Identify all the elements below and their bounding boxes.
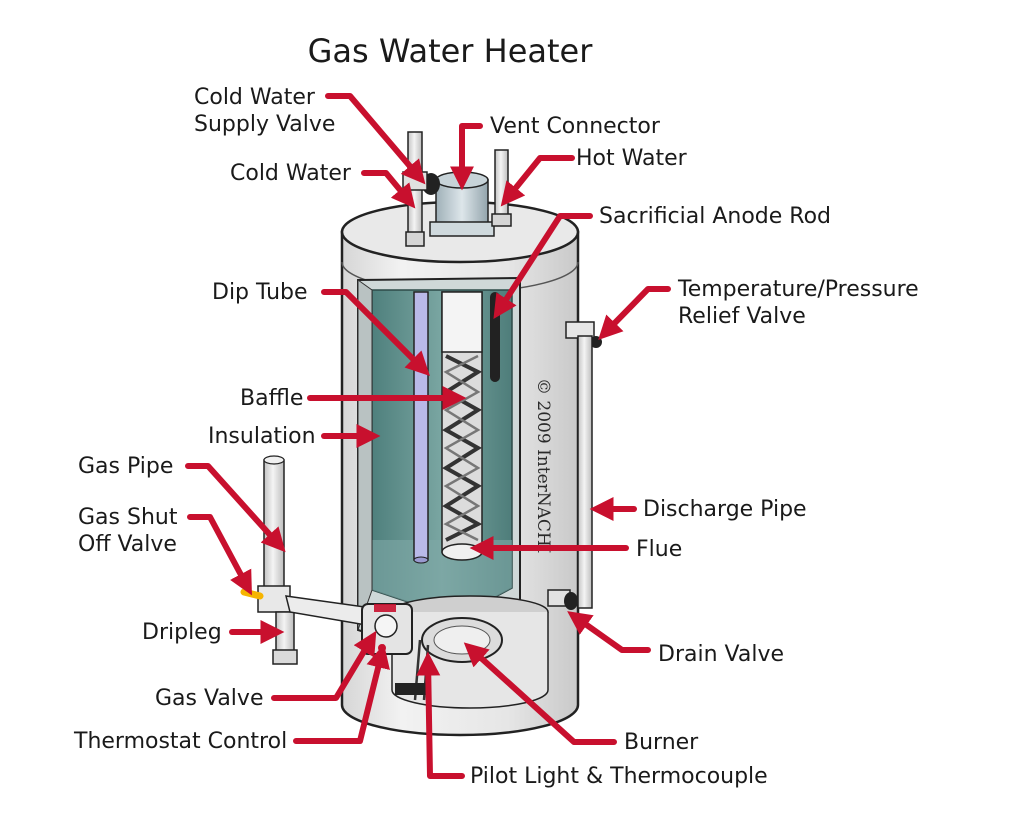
arrow-gas-shut-off-valve — [187, 514, 252, 596]
arrow-hot-water — [500, 155, 575, 207]
label-temperature-pressure-relief-valve: Temperature/Pressure Relief Valve — [678, 277, 919, 329]
diagram-title: Gas Water Heater — [307, 32, 593, 70]
label-cold-water-supply-valve: Cold Water Supply Valve — [194, 85, 336, 137]
hot-water-pipe — [491, 149, 512, 227]
label-sacrificial-anode-rod: Sacrificial Anode Rod — [599, 204, 832, 229]
arrow-cold-water-supply-valve — [325, 93, 426, 185]
label-baffle: Baffle — [240, 386, 304, 411]
label-pilot-light-thermocouple: Pilot Light & Thermocouple — [470, 764, 768, 789]
arrow-drain-valve — [567, 611, 651, 653]
label-dip-tube: Dip Tube — [212, 280, 308, 305]
arrow-sacrificial-anode-rod — [493, 213, 593, 320]
label-dripleg: Dripleg — [142, 620, 222, 645]
label-gas-pipe: Gas Pipe — [78, 454, 174, 479]
label-cold-water: Cold Water — [230, 161, 351, 186]
label-hot-water: Hot Water — [576, 146, 687, 171]
label-burner: Burner — [624, 730, 699, 755]
label-thermostat-control: Thermostat Control — [74, 729, 288, 754]
label-gas-valve: Gas Valve — [155, 686, 264, 711]
arrow-dip-tube — [321, 289, 430, 376]
dip-tube — [413, 291, 429, 561]
arrow-gas-pipe — [185, 463, 286, 553]
label-discharge-pipe: Discharge Pipe — [643, 497, 807, 522]
label-insulation: Insulation — [208, 424, 316, 449]
gas-shut-off-valve — [257, 585, 291, 613]
arrow-vent-connector — [450, 123, 483, 191]
arrow-thermostat-control — [293, 643, 390, 744]
drain-valve — [547, 589, 578, 610]
flue — [441, 291, 483, 561]
anode-rod — [490, 292, 500, 382]
gas-valve — [361, 603, 413, 655]
arrow-relief-valve — [598, 286, 671, 341]
relief-valve-assembly — [565, 321, 602, 609]
vent-connector — [429, 171, 495, 237]
arrow-cold-water — [361, 170, 416, 209]
discharge-pipe — [577, 335, 593, 609]
label-flue: Flue — [636, 537, 683, 562]
arrow-pilot-light — [416, 651, 465, 779]
watermark: © 2009 InterNACHI — [533, 378, 553, 553]
arrow-gas-valve — [271, 630, 377, 701]
baffle-spiral — [442, 354, 483, 542]
gas-pipe — [263, 459, 285, 591]
label-drain-valve: Drain Valve — [658, 642, 785, 667]
thermostat-knob — [374, 614, 398, 638]
arrow-burner — [463, 642, 617, 745]
gas-pipe-assembly — [240, 455, 373, 665]
label-vent-connector: Vent Connector — [490, 114, 660, 139]
label-gas-shut-off-valve: Gas Shut Off Valve — [78, 505, 178, 557]
insulation-layer — [357, 279, 373, 631]
